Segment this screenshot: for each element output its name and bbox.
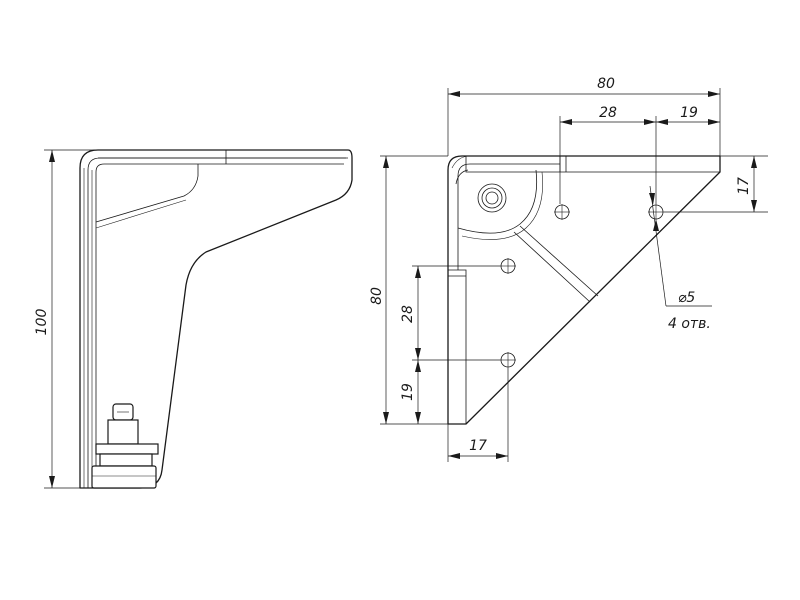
hole-leader-arrow-a (649, 193, 655, 205)
top-flange (465, 156, 720, 173)
hole-leader-arrow-b (653, 219, 659, 231)
stiffening-rib-2 (513, 231, 591, 303)
edge-offset-x-label: 19 (680, 105, 698, 121)
hole-y-arrow-mid-a (415, 348, 421, 360)
hole-spacing-x-label: 28 (599, 105, 617, 121)
hole-y-arrow-top (415, 266, 421, 278)
left-offset-arrow-left (448, 453, 460, 459)
foot-bolt-inner (485, 191, 499, 205)
mounting-hole-3 (500, 258, 516, 274)
mounting-hole-4 (500, 352, 516, 368)
height-arrow-top (49, 150, 55, 162)
depth-arrow-bottom (383, 412, 389, 424)
foot-washer (95, 443, 159, 455)
hole-y-arrow-bottom (415, 412, 421, 424)
left-offset-arrow-right (496, 453, 508, 459)
hole-spacing-arrow-mid-a (644, 119, 656, 125)
hole-spacing-arrow-left (560, 119, 572, 125)
hole-spacing-arrow-mid-b (656, 119, 668, 125)
foot-nut (99, 453, 153, 467)
hole-leader-line (649, 185, 667, 307)
top-view: 80 28 19 17 80 28 19 (369, 76, 768, 462)
hole-spacing-y-label: 28 (400, 305, 416, 323)
front-view: 100 (34, 149, 353, 489)
rib-inner-line (95, 199, 187, 229)
hole-diameter-label: ⌀5 (678, 290, 695, 306)
depth-dimension-label: 80 (369, 287, 385, 305)
corner-plate-outline (447, 155, 721, 425)
hole-spacing-arrow-right (708, 119, 720, 125)
edge-offset-y-label: 19 (400, 383, 416, 401)
foot-bolt-shank (107, 419, 139, 445)
foot-bolt-ring (481, 187, 503, 209)
left-flange (448, 269, 467, 424)
edge-offset-top-label: 17 (736, 177, 752, 195)
hole-y-arrow-mid-b (415, 360, 421, 372)
height-arrow-bottom (49, 476, 55, 488)
width-arrow-right (708, 91, 720, 97)
top-offset-arrow-top (751, 156, 757, 168)
bracket-plate-inner (95, 163, 344, 488)
width-arrow-left (448, 91, 460, 97)
foot-pad (91, 465, 157, 489)
foot-cup-shadow (461, 171, 543, 240)
stiffening-rib-1 (519, 225, 599, 297)
top-offset-arrow-bottom (751, 200, 757, 212)
mounting-hole-1 (554, 204, 570, 220)
edge-offset-left-label: 17 (469, 438, 487, 454)
foot-cup (457, 169, 538, 234)
hole-count-label: 4 отв. (668, 316, 711, 332)
height-dimension-label: 100 (34, 309, 50, 336)
depth-arrow-top (383, 156, 389, 168)
corner-pocket-round (455, 169, 469, 185)
reinforcement-rib (95, 164, 199, 223)
corner-pocket (457, 163, 560, 270)
corner-pocket-inner (451, 155, 471, 169)
mounting-hole-2 (648, 204, 664, 220)
width-dimension-label: 80 (597, 76, 615, 92)
foot-bolt-outer (477, 183, 507, 213)
